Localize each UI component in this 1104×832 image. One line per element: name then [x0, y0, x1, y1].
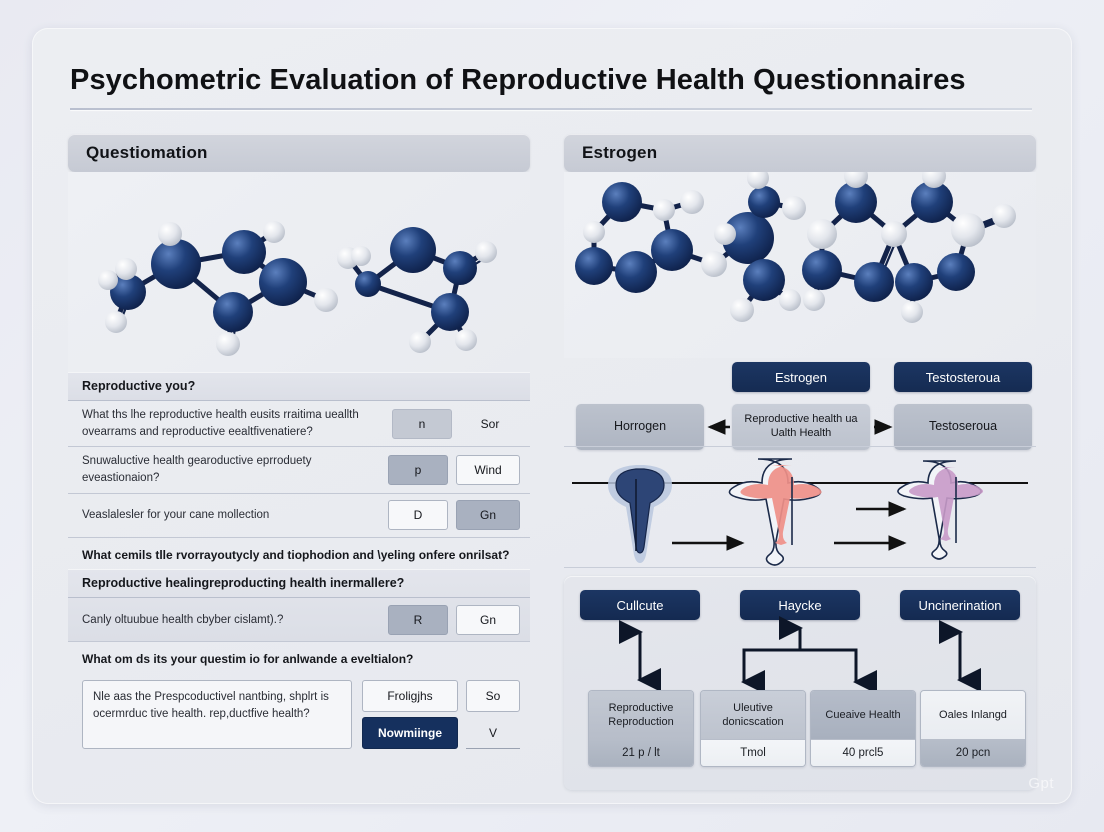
answer-option[interactable]: Wind	[456, 455, 520, 486]
watermark: Gpt	[1028, 775, 1054, 792]
uterus-stage-1	[608, 465, 672, 563]
right-panel: Estrogen	[564, 134, 1036, 790]
question-row[interactable]: What ths lhe reproductive health eusits …	[68, 401, 530, 448]
hormone-arrows	[707, 419, 893, 435]
uterus-stage-2	[728, 458, 822, 566]
answer-option[interactable]: Gn	[456, 500, 520, 531]
answer-option[interactable]: R	[388, 604, 448, 635]
flow-box[interactable]: Cullcute	[580, 590, 700, 620]
question-text: Snuwaluctive health gearoductive eprrodu…	[82, 455, 312, 485]
metric-card[interactable]: Reproductive Reproduction 21 p / lt	[588, 690, 694, 767]
metric-card[interactable]: Oales Inlangd 20 pcn	[920, 690, 1026, 767]
question-section-1: Reproductive you? What ths lhe reproduct…	[68, 372, 530, 538]
freeform-answer-row[interactable]: Nle aas the Prespcoductivel nantbing, sh…	[68, 674, 530, 761]
metric-value: 21 p / lt	[589, 739, 693, 766]
question-section-1-header: Reproductive you?	[68, 372, 530, 401]
answer-option[interactable]: V	[466, 717, 520, 750]
page-title: Psychometric Evaluation of Reproductive …	[70, 64, 966, 96]
metric-value: 20 pcn	[921, 739, 1025, 766]
metric-value: Tmol	[701, 739, 805, 766]
hormone-relationship-diagram: Estrogen Testosteroua Horrogen Reproduct…	[564, 362, 1036, 450]
answer-option[interactable]: D	[388, 500, 448, 531]
metric-label: Reproductive Reproduction	[589, 691, 693, 739]
hormone-gray-tag[interactable]: Reproductive health ua Ualth Health	[732, 404, 870, 450]
answer-option[interactable]: Sor	[480, 416, 500, 431]
metric-label: Cueaive Health	[811, 691, 915, 739]
answer-option[interactable]: Froligjhs	[362, 680, 458, 713]
metric-card[interactable]: Cueaive Health 40 prcl5	[810, 690, 916, 767]
molecule-diagram-right	[564, 172, 1036, 358]
question-text: Veaslalesler for your cane mollection	[82, 508, 270, 521]
answer-option[interactable]: Nowmiinge	[362, 717, 458, 750]
left-panel: Questiomation	[68, 134, 530, 761]
question-section-1-body: Reproductive you?	[68, 372, 530, 401]
freeform-option-column-b: So V	[458, 680, 520, 750]
question-row[interactable]: Snuwaluctive health gearoductive eprrodu…	[68, 447, 530, 494]
hormone-dark-tag[interactable]: Testosteroua	[894, 362, 1032, 392]
answer-option[interactable]: So	[466, 680, 520, 713]
question-prompt-1: What cemils tlle rvorrayoutycly and tiop…	[82, 547, 510, 562]
answer-option[interactable]: p	[388, 455, 448, 486]
molecule-diagram-left	[68, 172, 530, 372]
question-section-2-header: Reproductive healingreproducting health …	[68, 569, 530, 599]
left-panel-header-label: Questiomation	[86, 143, 208, 162]
answer-option[interactable]: Gn	[456, 604, 520, 635]
question-section-2: Reproductive healingreproducting health …	[68, 569, 530, 643]
uterus-stage-diagram	[564, 446, 1036, 568]
question-prompt-2: What om ds its your questim io for anlwa…	[82, 652, 414, 667]
metric-card[interactable]: Uleutive donicscation Tmol	[700, 690, 806, 767]
question-row[interactable]: Canly oltuubue health cbyber cislamt).? …	[68, 598, 530, 643]
question-text: What ths lhe reproductive health eusits …	[82, 409, 359, 438]
title-divider	[70, 108, 1032, 110]
hormone-dark-tag[interactable]: Estrogen	[732, 362, 870, 392]
left-panel-header: Questiomation	[68, 134, 530, 172]
hormone-gray-tag[interactable]: Horrogen	[576, 404, 704, 450]
answer-option[interactable]: n	[392, 408, 452, 439]
flow-box[interactable]: Haycke	[740, 590, 860, 620]
freeform-answer-input[interactable]: Nle aas the Prespcoductivel nantbing, sh…	[82, 680, 352, 750]
question-text: Canly oltuubue health cbyber cislamt).?	[82, 613, 284, 626]
right-panel-header: Estrogen	[564, 134, 1036, 172]
metric-value: 40 prcl5	[811, 739, 915, 766]
flow-arrows	[619, 616, 981, 694]
question-row[interactable]: Veaslalesler for your cane mollection D …	[68, 494, 530, 538]
freeform-option-column-a: Froligjhs Nowmiinge	[362, 680, 458, 750]
hormone-gray-tag[interactable]: Testoseroua	[894, 404, 1032, 450]
main-card: Psychometric Evaluation of Reproductive …	[32, 28, 1072, 804]
right-panel-header-label: Estrogen	[582, 143, 658, 162]
metric-label: Oales Inlangd	[921, 691, 1025, 739]
uterus-stage-3	[897, 460, 984, 560]
metrics-flow-panel: Cullcute Haycke Uncinerination	[564, 576, 1036, 790]
flow-box[interactable]: Uncinerination	[900, 590, 1020, 620]
metric-label: Uleutive donicscation	[701, 691, 805, 739]
